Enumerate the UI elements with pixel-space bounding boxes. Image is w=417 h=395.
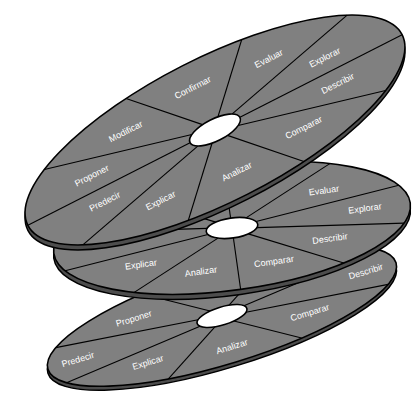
- sector-label: Describir: [320, 72, 356, 96]
- sector-divider: [44, 103, 191, 202]
- sector-label: Evaluar: [308, 184, 339, 197]
- disc-face: [0, 0, 417, 289]
- sector-divider: [238, 59, 385, 158]
- sector-label: Predecir: [60, 351, 95, 369]
- sector-label: Predecir: [88, 191, 122, 214]
- sector-label: Describir: [348, 262, 385, 281]
- sector-divider: [216, 15, 363, 114]
- disc-hole: [195, 300, 250, 332]
- sector-label: Explorar: [308, 46, 342, 69]
- disc-face-group: [0, 0, 417, 289]
- sector-divider: [240, 35, 402, 118]
- sector-label: Analizar: [220, 161, 253, 184]
- sector-label: Proponer: [74, 164, 111, 189]
- sector-divider: [233, 238, 240, 289]
- sector-label: Confirmar: [174, 75, 213, 101]
- sector-label: Comparar: [289, 303, 330, 323]
- sector-label: Explicar: [124, 259, 157, 272]
- sector-label: Modificar: [107, 120, 144, 145]
- disc: [0, 0, 417, 294]
- disc-hole: [185, 107, 245, 152]
- sector-label: Explicar: [144, 190, 177, 213]
- disc-hole: [205, 214, 259, 241]
- sector-label: Explorar: [347, 203, 381, 217]
- sector-label: Explicar: [131, 354, 164, 372]
- sector-divider: [67, 146, 214, 245]
- sector-label: Evaluar: [254, 48, 285, 70]
- sector-label: Describir: [312, 232, 348, 246]
- sector-label: Analizar: [184, 265, 217, 278]
- sector-label: Comparar: [253, 254, 294, 268]
- sector-divider: [158, 327, 226, 379]
- sector-divider: [28, 143, 190, 226]
- sector-label: Comparar: [284, 115, 324, 141]
- sector-divider: [248, 221, 343, 275]
- sector-label: Proponer: [115, 309, 153, 328]
- sector-divider: [56, 305, 198, 361]
- sector-label: Analizar: [215, 338, 249, 356]
